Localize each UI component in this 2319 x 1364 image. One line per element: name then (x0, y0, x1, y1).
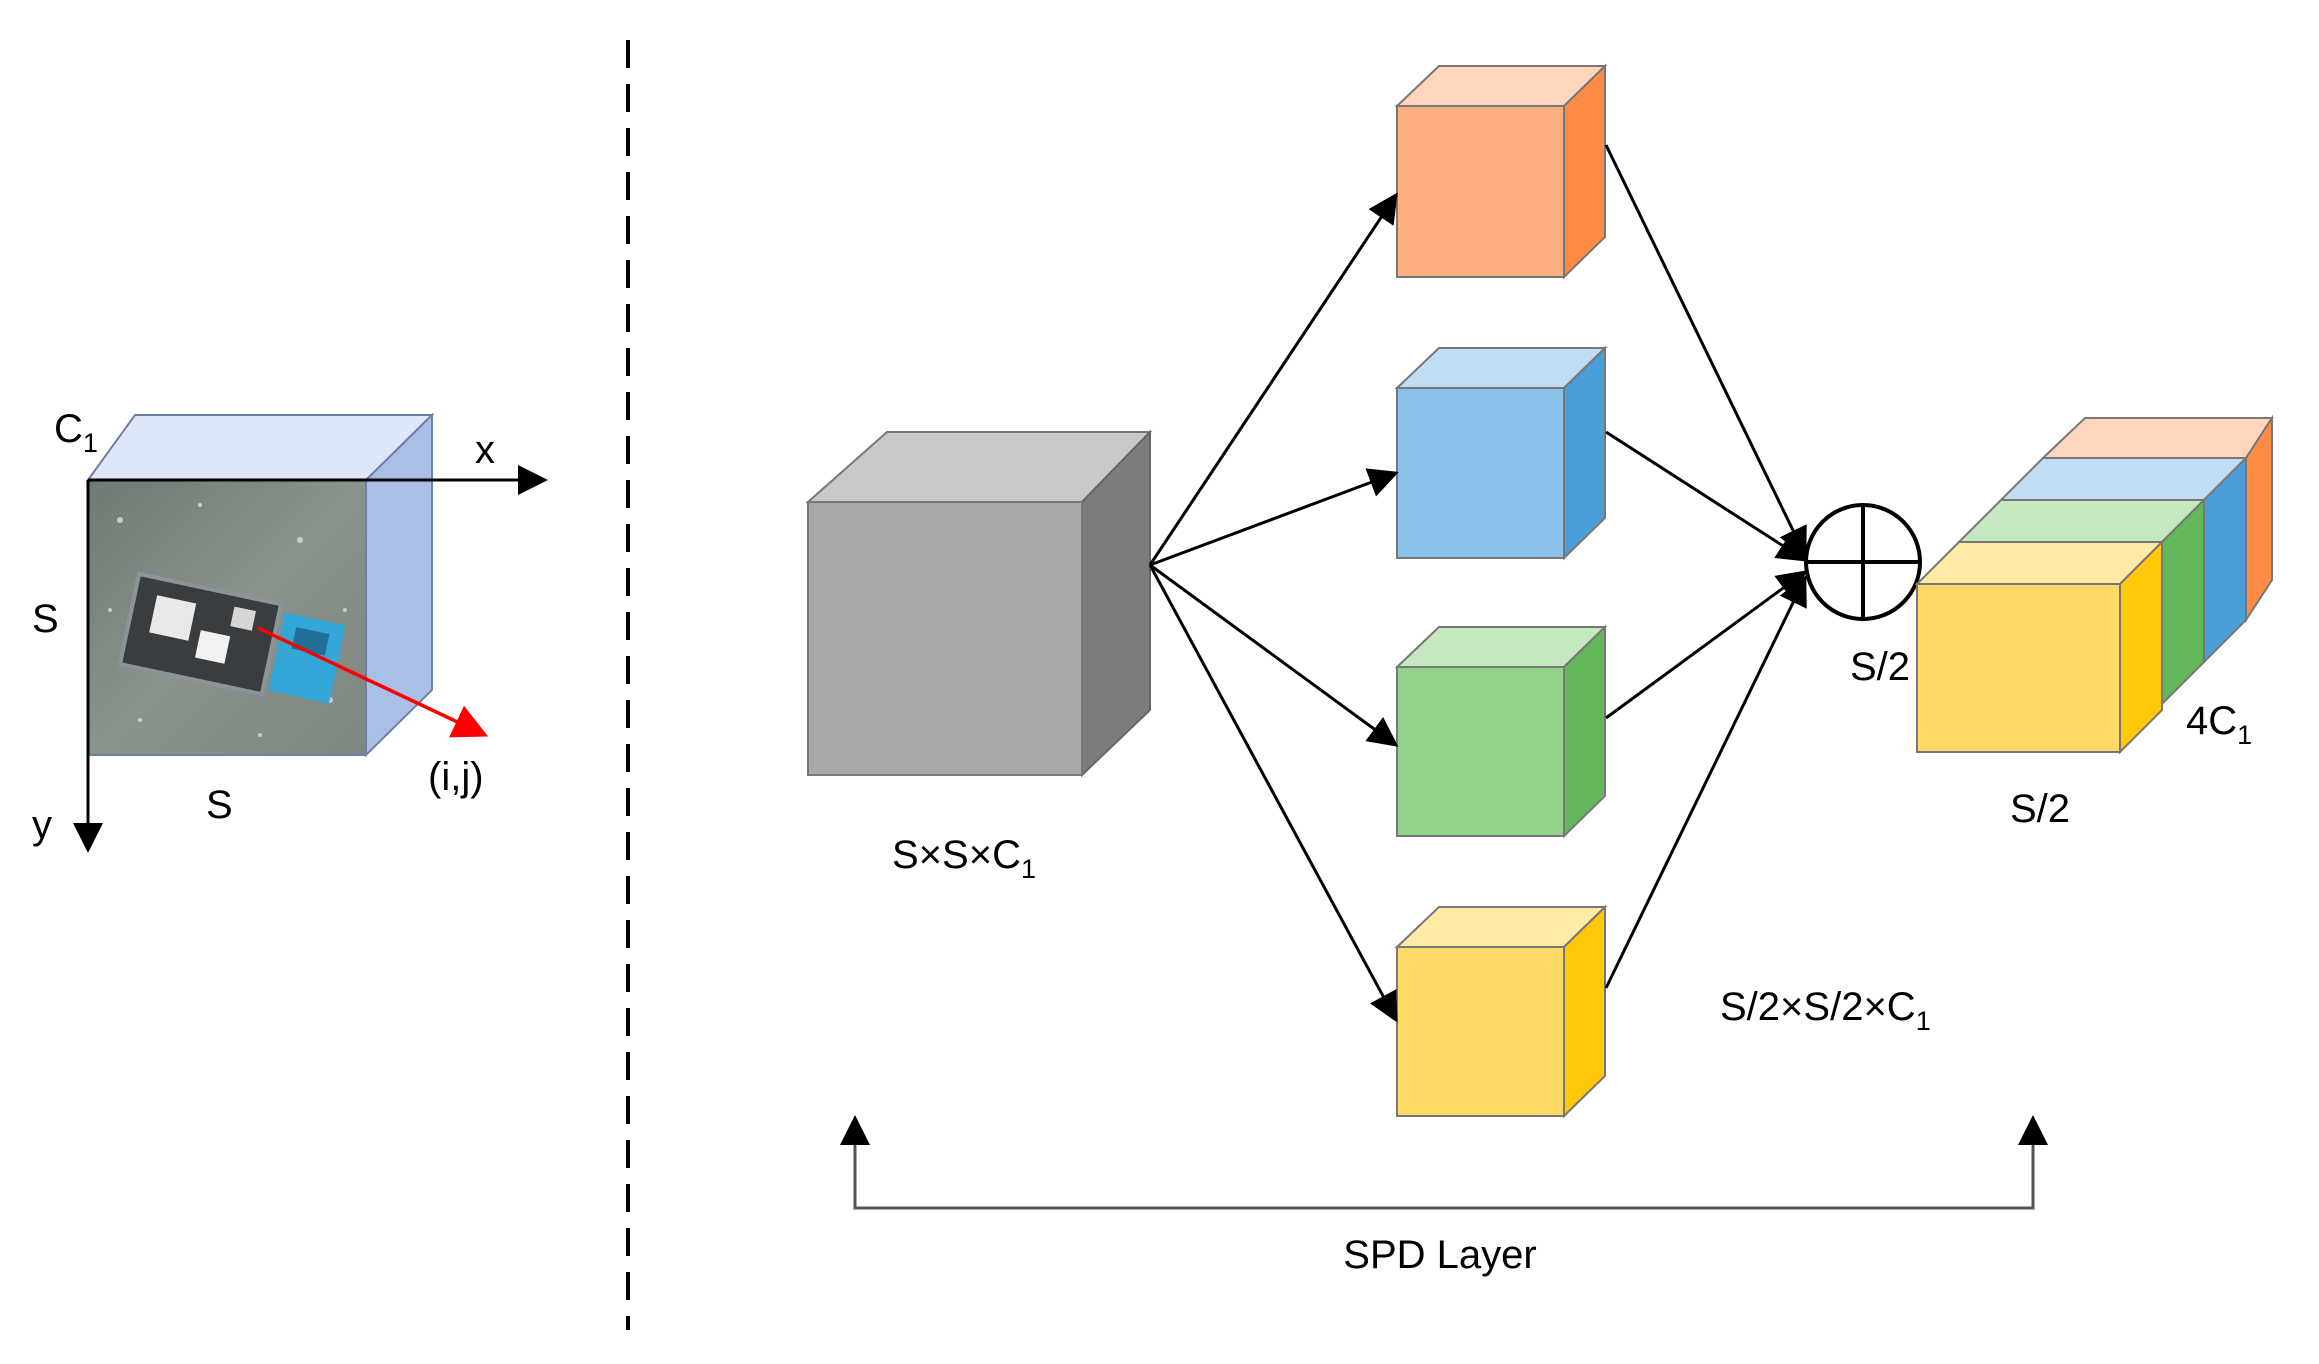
merge-arrows (1604, 144, 1808, 989)
arrow-to-yellow (1148, 564, 1398, 1023)
input-feature-map (805, 429, 1153, 778)
height-label: S (32, 597, 59, 641)
stack-yellow-front (1916, 583, 2121, 753)
split-arrows (1148, 192, 1399, 1023)
input-image-cube: C1 S S x y (i,j) (32, 407, 548, 853)
arrow-to-blue (1149, 468, 1399, 567)
slice-green (1394, 624, 1608, 839)
slice-yellow (1394, 904, 1608, 1119)
channel-label: C1 (54, 407, 98, 458)
output-depth-label: 4C1 (2186, 699, 2252, 750)
stack-orange-top (2040, 417, 2274, 459)
spd-bracket-line (853, 1125, 2035, 1210)
arrow-from-orange (1604, 144, 1807, 558)
concat-operator (1804, 503, 1922, 621)
output-width-label: S/2 (2010, 787, 2070, 831)
input-size-label: S×S×C1 (892, 833, 1036, 884)
arrow-from-green (1605, 570, 1808, 720)
green-cube-front-face (1396, 666, 1565, 837)
arrow-from-blue (1605, 430, 1808, 562)
width-label: S (206, 783, 233, 827)
yellow-cube-front-face (1396, 946, 1565, 1117)
arrow-from-yellow (1604, 575, 1807, 989)
aerial-photo (87, 479, 367, 756)
output-height-label: S/2 (1850, 645, 1910, 689)
pixel-arrow (257, 626, 489, 738)
blue-cube-front-face (1396, 387, 1565, 559)
pixel-label: (i,j) (428, 755, 484, 799)
slice-orange (1394, 63, 1608, 280)
spd-layer-label: SPD Layer (1343, 1233, 1536, 1277)
arrow-to-orange (1148, 192, 1398, 566)
spd-layer-bracket (840, 1115, 2048, 1210)
slice-size-label: S/2×S/2×C1 (1720, 985, 1931, 1036)
gray-cube-front-face (807, 501, 1083, 776)
slice-blue (1394, 345, 1608, 561)
arrow-to-green (1149, 563, 1399, 747)
x-axis-label: x (475, 428, 495, 472)
y-axis-label: y (32, 803, 52, 847)
orange-cube-front-face (1396, 105, 1565, 278)
output-feature-map (1914, 414, 2274, 755)
